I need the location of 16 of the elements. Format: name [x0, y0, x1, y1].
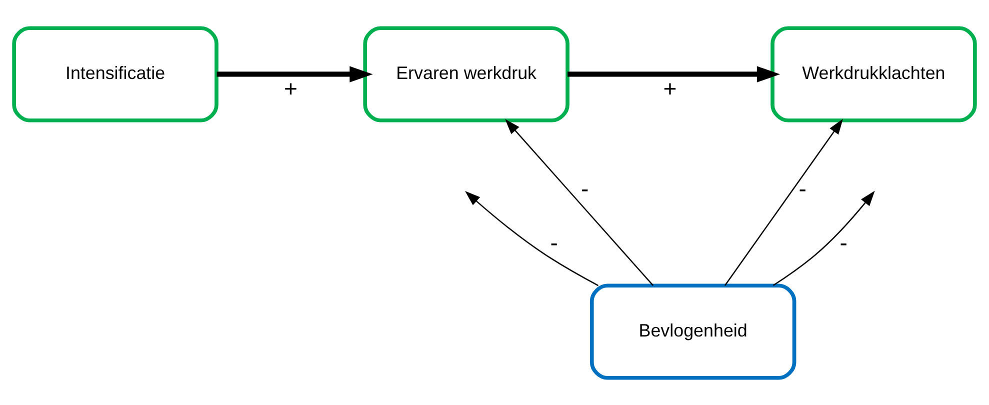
- node-box: Ervaren werkdruk: [363, 26, 570, 122]
- edge-label: -: [840, 228, 848, 255]
- edge-label: -: [550, 228, 558, 255]
- arrow: [568, 66, 780, 82]
- arrow: [772, 190, 875, 286]
- arrow: [465, 190, 599, 286]
- edge-label: +: [663, 75, 677, 102]
- edge-label: -: [580, 174, 589, 201]
- arrow: [505, 118, 654, 286]
- edge-label: +: [284, 75, 298, 102]
- node-box: Intensificatie: [12, 26, 218, 122]
- node-box: Werkdrukklachten: [770, 26, 977, 122]
- node-box: Bevlogenheid: [590, 283, 796, 380]
- arrow: [724, 118, 843, 286]
- arrow: [216, 66, 373, 82]
- edge-label: -: [798, 174, 806, 201]
